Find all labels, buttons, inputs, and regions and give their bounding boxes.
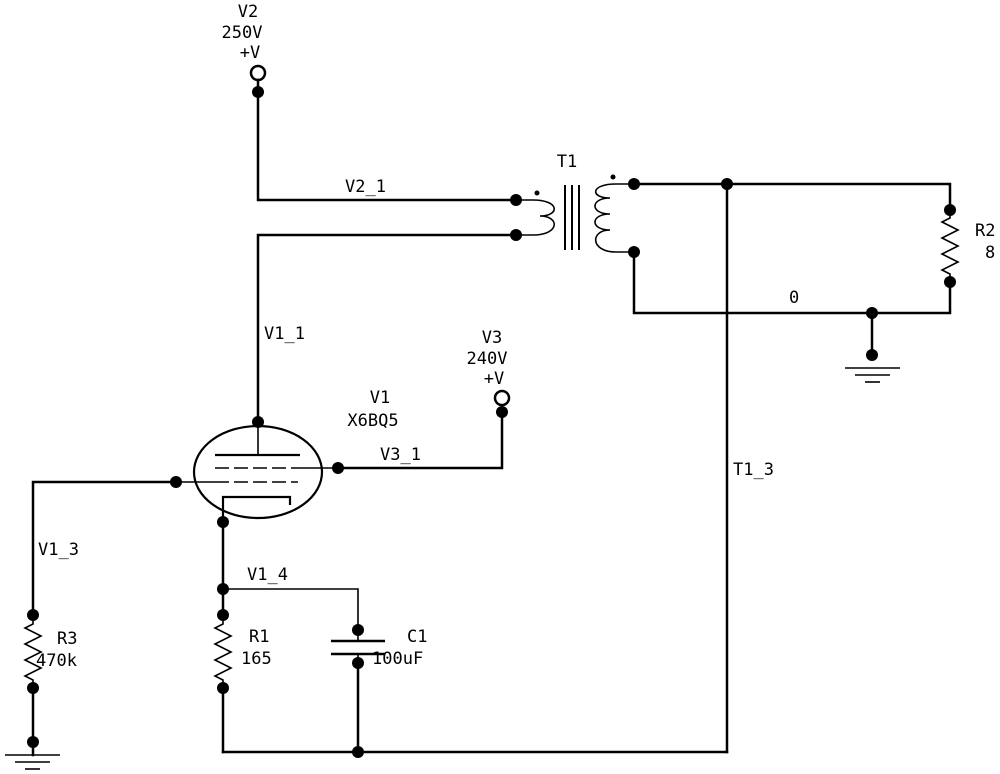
v3-supply: V3 240V +V — [467, 328, 511, 407]
c1-value: 100uF — [372, 649, 423, 669]
resistor-r2: R2 8 — [940, 210, 995, 282]
net-label-v1-4: V1_4 — [247, 565, 288, 585]
pin-dots — [27, 86, 956, 758]
capacitor-c1: C1 100uF — [331, 627, 427, 669]
v2-value: 250V — [222, 23, 263, 43]
r2-value: 8 — [985, 243, 995, 263]
r1-name: R1 — [249, 627, 269, 647]
net-label-t1-3: T1_3 — [733, 460, 774, 480]
net-labels: V2_1 V1_1 V3_1 T1_3 V1_3 V1_4 0 — [38, 177, 799, 585]
net-label-v1-3: V1_3 — [38, 540, 79, 560]
net-label-v1-1: V1_1 — [264, 324, 305, 344]
resistor-r3: R3 470k — [23, 615, 77, 688]
v1-value: X6BQ5 — [347, 411, 398, 431]
v2-name: V2 — [238, 2, 258, 22]
ground-symbol-right — [845, 367, 900, 383]
net-label-v2-1: V2_1 — [345, 177, 386, 197]
v2-symbol: +V — [240, 43, 260, 63]
r3-value: 470k — [36, 651, 77, 671]
v2-supply: V2 250V +V — [222, 2, 267, 82]
r2-name: R2 — [975, 221, 995, 241]
v3-value: 240V — [467, 349, 508, 369]
wires — [31, 78, 952, 754]
v3-symbol: +V — [484, 369, 504, 389]
net-label-v3-1: V3_1 — [380, 445, 421, 465]
vacuum-tube-v1: V1 X6BQ5 — [176, 388, 399, 522]
t1-name: T1 — [557, 152, 577, 172]
r1-value: 165 — [241, 649, 272, 669]
v3-name: V3 — [482, 328, 502, 348]
r3-name: R3 — [57, 629, 77, 649]
ground-symbol-left — [5, 740, 60, 770]
v1-name: V1 — [370, 388, 390, 408]
c1-name: C1 — [407, 627, 427, 647]
transformer-t1: T1 — [516, 152, 634, 253]
net-label-zero: 0 — [789, 288, 799, 308]
resistor-r1: R1 165 — [213, 615, 272, 688]
